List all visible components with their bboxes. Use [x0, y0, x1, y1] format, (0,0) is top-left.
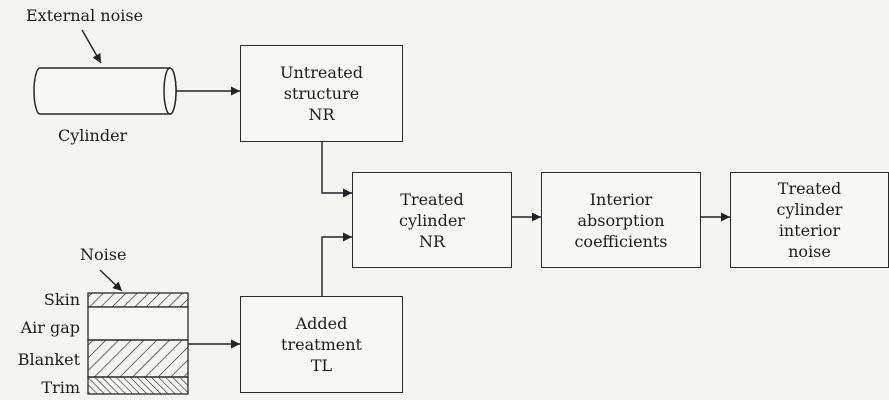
external-noise-arrow: [81, 29, 102, 64]
air-gap-layer: [87, 306, 189, 341]
box-line: Added: [295, 314, 348, 333]
box-line: absorption: [577, 210, 665, 230]
air-gap-label: Air gap: [20, 318, 80, 337]
trim-layer: [87, 376, 189, 395]
cylinder-drawing: [33, 67, 177, 115]
box-line: TL: [310, 356, 333, 375]
untreated-structure-box: Untreated structure NR: [240, 45, 403, 142]
treatment-layers: [87, 292, 189, 395]
skin-layer: [87, 292, 189, 308]
box-line: noise: [788, 242, 831, 261]
box-line: cylinder: [399, 210, 465, 230]
blanket-layer: [87, 339, 189, 378]
noise-arrow: [99, 269, 123, 292]
arrow-added-to-treated: [321, 232, 352, 296]
noise-label: Noise: [80, 245, 127, 264]
external-noise-label: External noise: [26, 6, 144, 25]
box-line: Interior: [589, 189, 653, 209]
box-line: structure: [283, 84, 360, 103]
box-line: cylinder: [776, 200, 843, 219]
cylinder-label: Cylinder: [58, 126, 128, 145]
box-line: coefficients: [574, 231, 668, 251]
box-line: treatment: [281, 335, 362, 354]
box-line: NR: [308, 105, 335, 124]
box-line: Untreated: [279, 63, 363, 82]
treated-cylinder-nr-box: Treated cylinder NR: [352, 172, 512, 268]
arrow-untreated-to-treated: [321, 142, 352, 198]
box-line: NR: [418, 231, 446, 251]
skin-label: Skin: [43, 290, 80, 309]
interior-absorption-box: Interior absorption coefficients: [541, 172, 701, 268]
box-line: Treated: [777, 179, 842, 198]
box-line: interior: [778, 221, 841, 240]
trim-label: Trim: [41, 378, 80, 397]
treated-interior-noise-box: Treated cylinder interior noise: [730, 172, 889, 268]
box-line: Treated: [400, 189, 464, 209]
blanket-label: Blanket: [17, 350, 80, 369]
added-treatment-box: Added treatment TL: [240, 296, 403, 393]
